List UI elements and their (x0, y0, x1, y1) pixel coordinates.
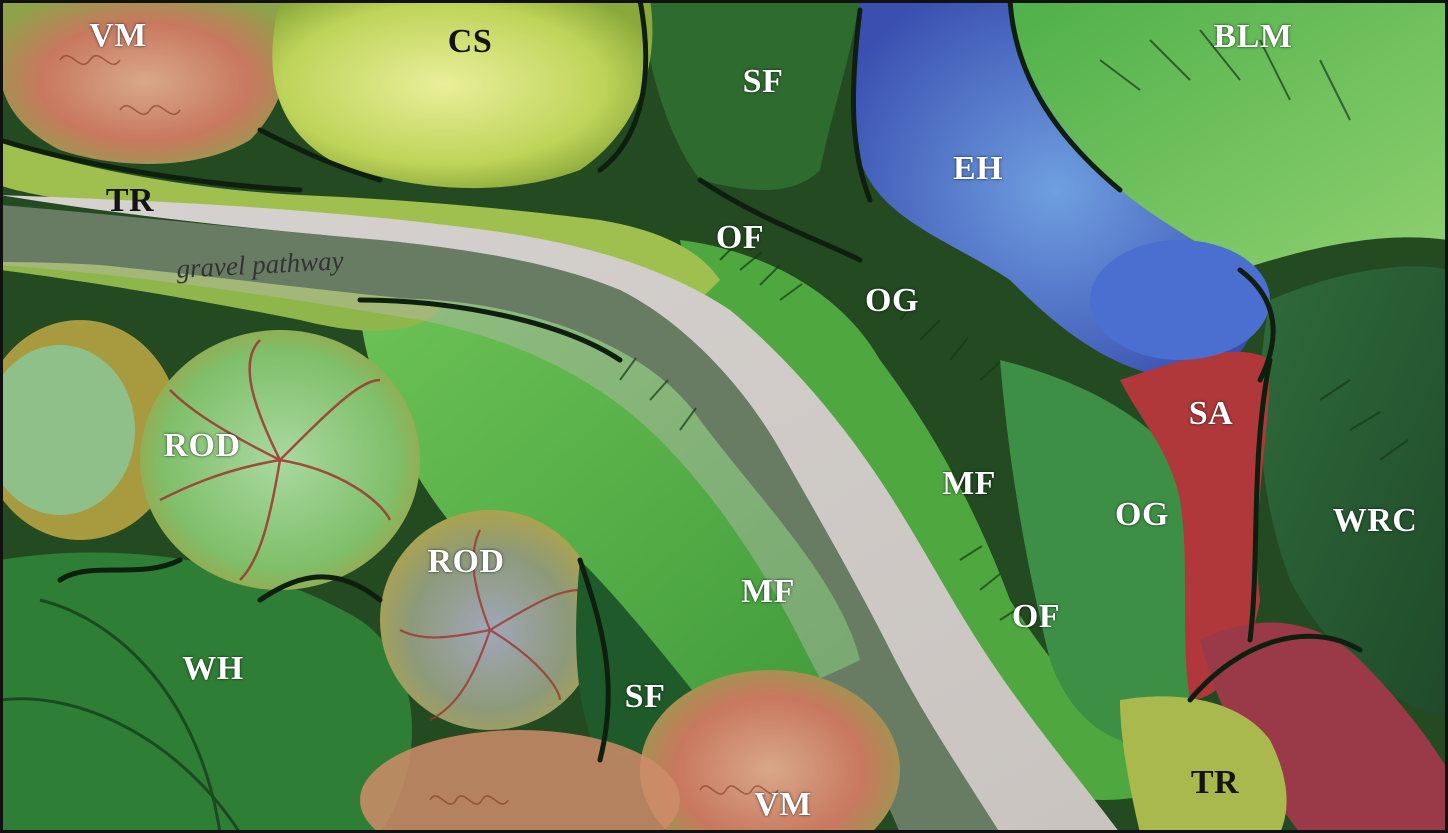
planting-map-illustration (0, 0, 1448, 833)
garden-plan-map: gravel pathway VM CS SF BLM EH TR OF OG … (0, 0, 1448, 833)
